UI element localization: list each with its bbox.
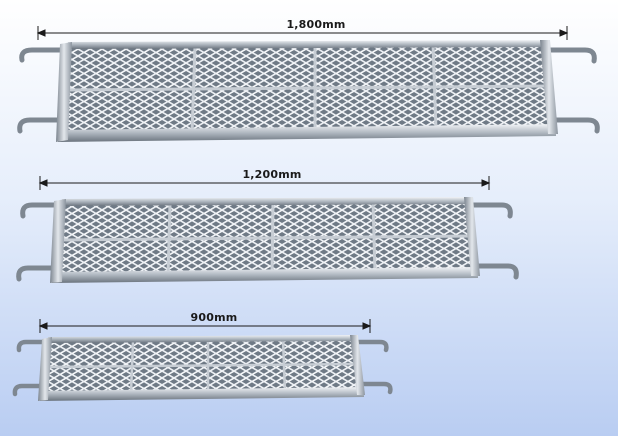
hook-right-bottom bbox=[545, 117, 600, 134]
hook-left-top bbox=[19, 47, 69, 63]
hook-right-top bbox=[545, 47, 597, 64]
frame-bottom-rail bbox=[58, 124, 556, 142]
cross-supports bbox=[61, 201, 473, 277]
cross-supports bbox=[69, 43, 551, 134]
frame-right-end bbox=[540, 40, 558, 134]
dimension-line-1200 bbox=[38, 176, 491, 190]
frame-top-rail bbox=[68, 40, 548, 49]
frame-top-rail bbox=[62, 197, 472, 206]
hooks-left bbox=[16, 202, 65, 282]
dimension-line-1800 bbox=[36, 26, 569, 40]
dimension-label-1800: 1,800mm bbox=[286, 18, 346, 31]
hooks-right bbox=[467, 202, 519, 280]
hooks-left bbox=[12, 339, 51, 397]
frame-bottom-rail bbox=[40, 387, 364, 401]
frame-left-end bbox=[56, 42, 72, 142]
frame-left-end bbox=[38, 337, 52, 401]
frame-right-end bbox=[350, 335, 365, 395]
hook-left-bottom bbox=[17, 117, 69, 134]
dimension-label-1200: 1,200mm bbox=[242, 168, 302, 181]
frame-bottom-rail bbox=[52, 267, 478, 283]
plank-900mm bbox=[12, 319, 393, 401]
frame-right-end bbox=[464, 197, 480, 276]
cross-supports bbox=[47, 339, 361, 395]
hooks-right bbox=[353, 339, 393, 395]
deck-mesh bbox=[62, 44, 554, 136]
frame-left-end bbox=[50, 199, 66, 283]
frame-top-rail bbox=[48, 335, 358, 343]
plank-1200mm bbox=[16, 176, 519, 283]
dimension-label-900: 900mm bbox=[190, 311, 238, 324]
plank-1800mm bbox=[17, 26, 600, 142]
dimension-line-900 bbox=[38, 319, 372, 333]
